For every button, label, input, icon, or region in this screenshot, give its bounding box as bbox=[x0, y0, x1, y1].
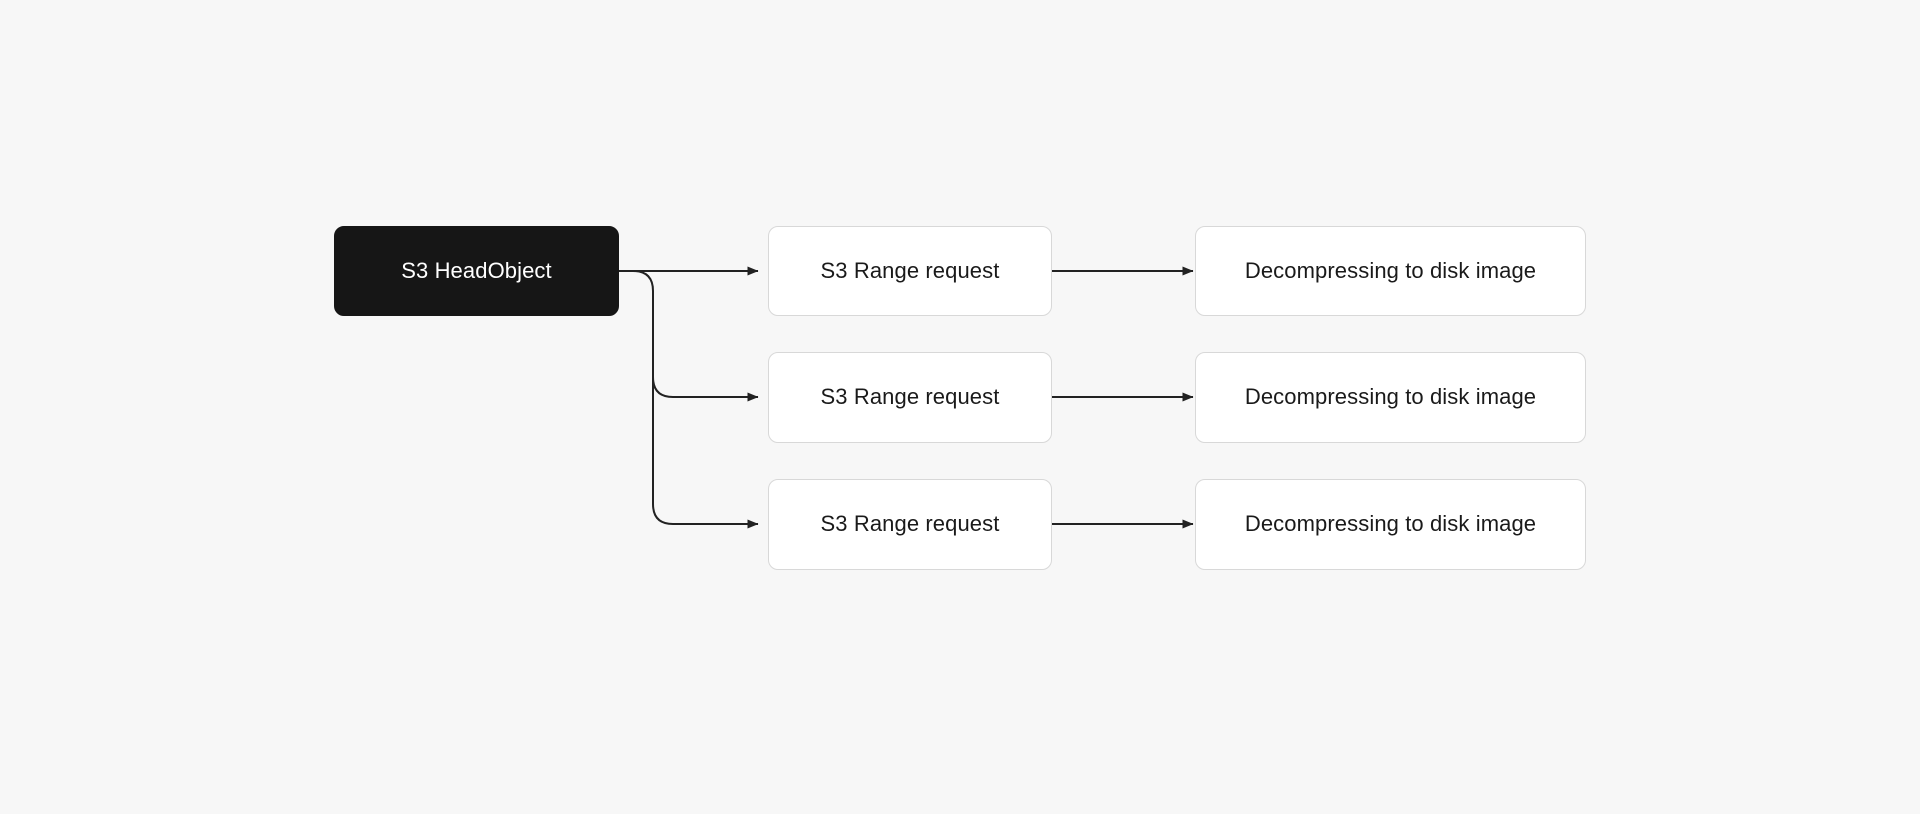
node-range-request-1-label: S3 Range request bbox=[820, 257, 1000, 283]
node-decompress-3[interactable]: Decompressing to disk image bbox=[1195, 479, 1586, 570]
node-decompress-2-label: Decompressing to disk image bbox=[1244, 384, 1537, 410]
node-decompress-1-label: Decompressing to disk image bbox=[1244, 257, 1537, 283]
edge-root-to-row-1 bbox=[619, 270, 674, 525]
edge-root-row-2-arrow bbox=[652, 376, 759, 402]
node-s3-headobject[interactable]: S3 HeadObject bbox=[334, 226, 619, 316]
node-range-request-2-label: S3 Range request bbox=[820, 384, 1000, 410]
node-range-request-1[interactable]: S3 Range request bbox=[768, 226, 1052, 316]
node-s3-headobject-label: S3 HeadObject bbox=[401, 257, 552, 283]
node-range-request-3-label: S3 Range request bbox=[820, 511, 1000, 537]
node-range-request-3[interactable]: S3 Range request bbox=[768, 479, 1052, 570]
node-decompress-2[interactable]: Decompressing to disk image bbox=[1195, 352, 1586, 443]
node-range-request-2[interactable]: S3 Range request bbox=[768, 352, 1052, 443]
node-decompress-3-label: Decompressing to disk image bbox=[1244, 511, 1537, 537]
node-decompress-1[interactable]: Decompressing to disk image bbox=[1195, 226, 1586, 316]
